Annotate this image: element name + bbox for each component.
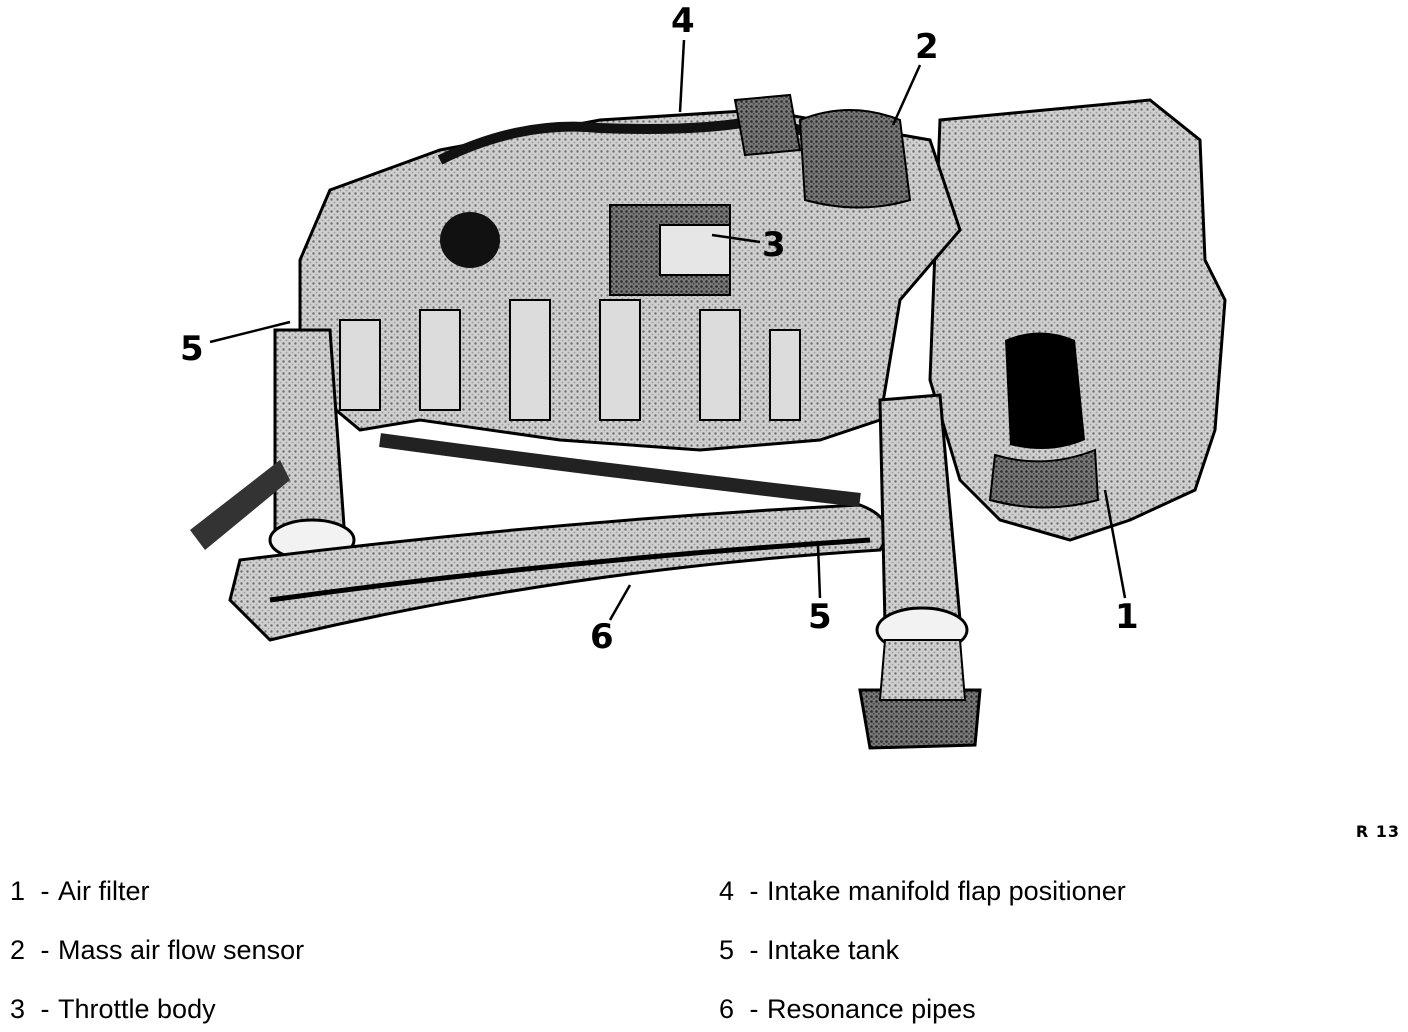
figure-code: R 13: [1355, 822, 1400, 841]
legend-number: 1: [10, 876, 26, 906]
air-filter-intake-opening: [1005, 332, 1085, 449]
legend-separator: -: [749, 935, 759, 965]
legend-item-5: 5-Intake tank: [719, 937, 899, 964]
legend-separator: -: [749, 994, 759, 1024]
legend-number: 4: [719, 876, 735, 906]
legend-item-4: 4-Intake manifold flap positioner: [719, 878, 1126, 905]
callout-5-left: 5: [180, 329, 204, 369]
legend-label: Throttle body: [58, 994, 216, 1024]
legend-separator: -: [40, 876, 50, 906]
legend-label: Resonance pipes: [767, 994, 976, 1024]
air-filter-collar: [988, 448, 1100, 509]
callout-1: 1: [1115, 597, 1139, 637]
legend-separator: -: [40, 935, 50, 965]
legend-label: Air filter: [58, 876, 150, 906]
right-tube-neck: [878, 639, 967, 701]
left-bracket: [190, 460, 290, 550]
legend-number: 3: [10, 994, 26, 1024]
intake-runners: [339, 299, 801, 421]
legend-number: 6: [719, 994, 735, 1024]
leader-lines: [209, 39, 1127, 621]
legend-item-6: 6-Resonance pipes: [719, 996, 976, 1023]
legend-label: Mass air flow sensor: [58, 935, 305, 965]
legend-item-3: 3-Throttle body: [10, 996, 216, 1023]
legend-separator: -: [40, 994, 50, 1024]
callout-4: 4: [671, 1, 695, 41]
resonance-pipe-lower: [269, 537, 871, 603]
legend-separator: -: [749, 876, 759, 906]
mass-air-flow-sensor: [798, 109, 912, 209]
intake-system-illustration: [190, 39, 1227, 750]
legend-item-1: 1-Air filter: [10, 878, 150, 905]
legend-number: 5: [719, 935, 735, 965]
legend-label: Intake manifold flap positioner: [767, 876, 1126, 906]
callout-3: 3: [762, 225, 786, 265]
legend-label: Intake tank: [767, 935, 900, 965]
callout-6: 6: [590, 617, 614, 657]
legend-item-2: 2-Mass air flow sensor: [10, 937, 304, 964]
hose-fitting: [440, 212, 500, 268]
resonance-pipe-upper: [379, 433, 861, 507]
air-filter-housing: [928, 98, 1227, 542]
throttle-body-plate: [659, 224, 731, 276]
callout-5-right: 5: [808, 597, 832, 637]
flap-positioner: [733, 93, 802, 157]
callout-2: 2: [915, 27, 939, 67]
legend-number: 2: [10, 935, 26, 965]
